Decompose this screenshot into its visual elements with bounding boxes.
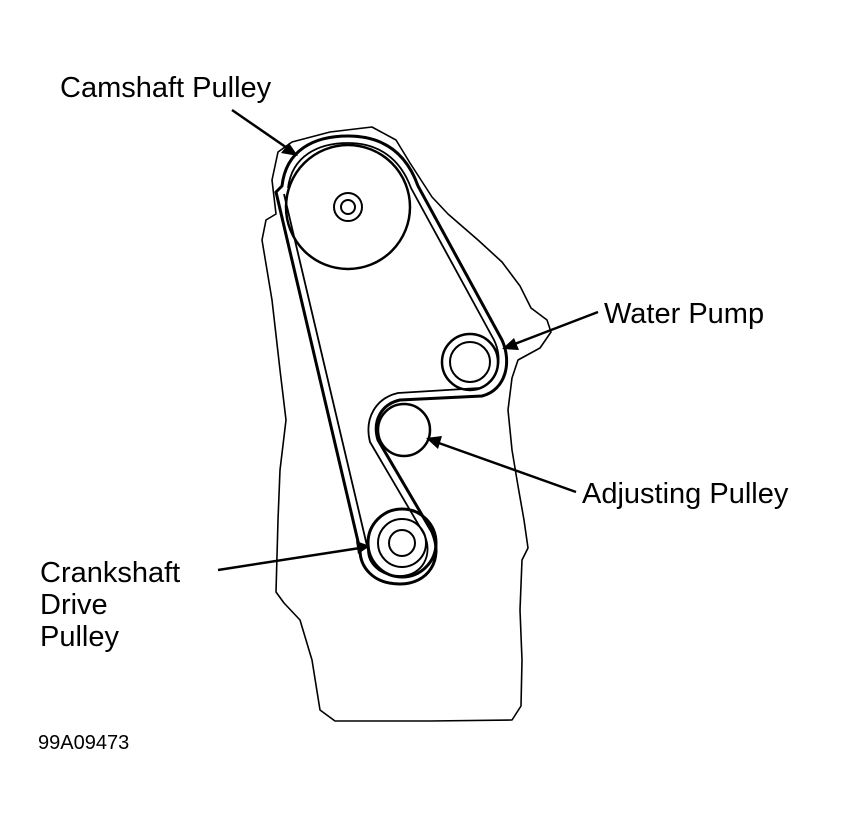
crankshaft-pulley-hub <box>388 529 416 557</box>
camshaft-pulley-label: Camshaft Pulley <box>60 72 272 104</box>
crankshaft-drive-pulley-label: Crankshaft Drive Pulley <box>40 557 180 653</box>
water-pump-leader <box>502 310 599 350</box>
timing-belt-inner <box>283 142 500 577</box>
camshaft-hub-outer <box>333 192 363 222</box>
water-pump-label: Water Pump <box>604 298 765 330</box>
water-pump-inner <box>449 341 491 383</box>
camshaft-leader <box>231 108 298 156</box>
engine-block-outline <box>261 126 552 722</box>
crankshaft-label-line-3: Pulley <box>40 621 119 653</box>
camshaft-hub-inner <box>340 199 356 215</box>
figure-code: 99A09473 <box>38 732 130 754</box>
crankshaft-label-line-2: Drive <box>40 589 108 621</box>
camshaft-pulley <box>284 143 412 271</box>
adjusting-leader <box>426 436 577 494</box>
adjusting-pulley-label: Adjusting Pulley <box>582 478 789 510</box>
timing-belt-outer <box>274 134 509 586</box>
crankshaft-pulley-mid <box>377 518 427 568</box>
crankshaft-label-line-1: Crankshaft <box>40 557 181 589</box>
adjusting-pulley <box>376 402 432 458</box>
crankshaft-leader <box>217 541 370 572</box>
